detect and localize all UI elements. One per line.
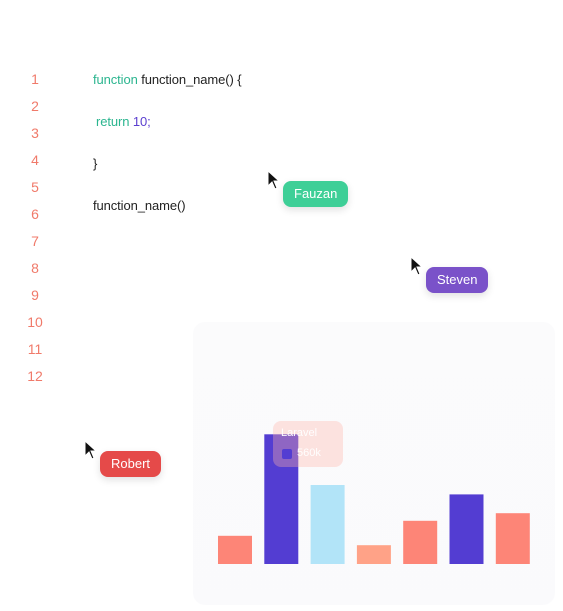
function-declaration: function_name() { [137, 72, 242, 87]
return-value: 10; [132, 114, 151, 129]
tooltip-swatch [282, 449, 292, 459]
collaborator-tag-steven: Steven [426, 267, 489, 293]
code-line-3[interactable]: return 10; [96, 108, 151, 135]
pointer-cursor-icon [410, 256, 424, 276]
line-number: 8 [31, 260, 39, 276]
chart-tooltip: Laravel 560k [273, 421, 343, 467]
bars-group [218, 434, 530, 564]
line-number: 9 [31, 287, 39, 303]
line-number: 12 [27, 368, 43, 384]
line-number: 1 [31, 71, 39, 87]
bar-6[interactable] [449, 494, 484, 564]
keyword-return: return [96, 114, 130, 129]
collaborator-tag-robert: Robert [100, 451, 162, 477]
tooltip-value: 560k [297, 447, 321, 459]
line-number: 6 [31, 206, 39, 222]
line-number: 11 [27, 341, 43, 357]
tooltip-title: Laravel [281, 427, 318, 439]
bar-5[interactable] [403, 520, 438, 564]
bar-2[interactable] [264, 434, 299, 564]
line-number: 10 [27, 314, 43, 330]
bar-7[interactable] [495, 513, 530, 564]
keyword-function: function [93, 72, 138, 87]
line-number: 4 [31, 152, 39, 168]
line-number: 2 [31, 98, 39, 114]
code-line-1[interactable]: function function_name() { [93, 66, 242, 93]
bar-1[interactable] [218, 535, 252, 564]
line-number: 3 [31, 125, 39, 141]
bar-4[interactable] [356, 545, 391, 564]
collaborator-tag-fauzan: Fauzan [283, 181, 349, 207]
pointer-cursor-icon [267, 170, 281, 190]
line-number: 5 [31, 179, 39, 195]
line-number: 7 [31, 233, 39, 249]
line-numbers: 1 2 3 4 5 6 7 8 9 10 11 12 [20, 66, 50, 390]
pointer-cursor-icon [84, 440, 98, 460]
code-line-7[interactable]: function_name() [93, 198, 186, 213]
code-line-5[interactable]: } [93, 156, 98, 171]
bar-3[interactable] [310, 485, 345, 564]
